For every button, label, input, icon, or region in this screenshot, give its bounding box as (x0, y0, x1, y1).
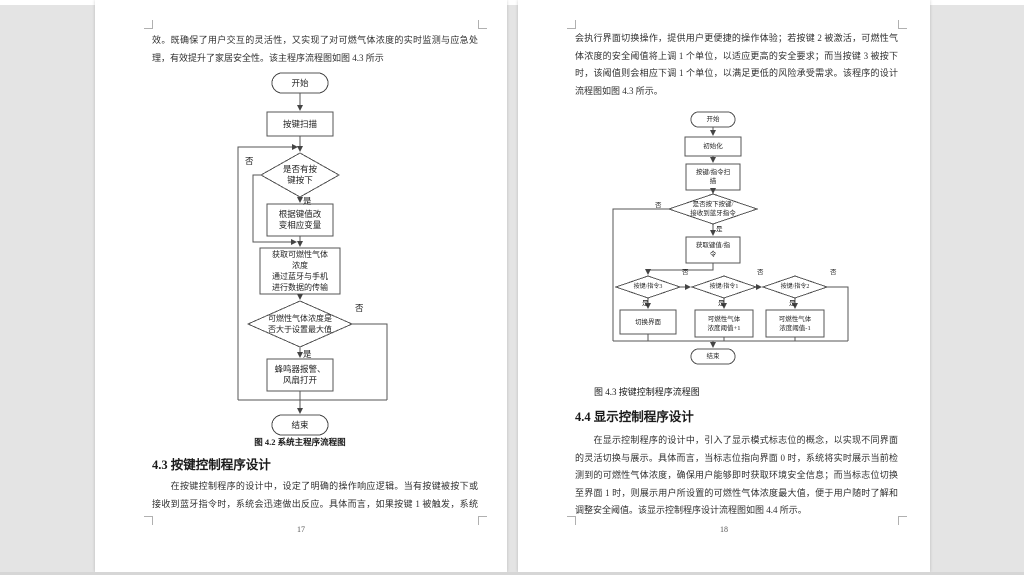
paragraph-line: 调整安全阈值。该显示控制程序设计流程图如图 4.4 所示。 (575, 505, 807, 515)
paragraph-line: 时，该阈值则会相应下调 1 个单位，以满足更低的风险承受需求。该程序的设计 (575, 68, 898, 78)
paragraph-line: 体浓度的安全阈值将上调 1 个单位，以适应更高的安全要求；而当按键 3 被按下 (575, 50, 898, 61)
flow-node-key-scan: 按键扫描 (282, 118, 317, 129)
paragraph-line: 会执行界面切换操作，提供用户更便捷的操作体验；若按键 2 被激活，可燃性气 (575, 33, 898, 43)
flow-decision-over-max: 可燃性气体浓度是 否大于设置最大值 (268, 314, 332, 334)
margin-mark-bottom-right (478, 516, 487, 525)
document-page-right[interactable]: 会执行界面切换操作，提供用户更便捷的操作体验；若按键 2 被激活，可燃性气 体浓… (518, 0, 930, 572)
flow-edge-label-no: 否 (830, 269, 837, 276)
flow-node-key-cmd-scan: 按键/指令扫 描 (695, 169, 731, 185)
flow-node-end: 结束 (291, 419, 309, 430)
margin-mark-top-right (478, 20, 487, 29)
viewer-top-strip (0, 0, 1024, 5)
paragraph-line: 接收到蓝牙指令时，系统会迅速做出反应。具体而言，如果按键 1 被触发，系统 (152, 498, 478, 509)
flow-node-start: 开始 (291, 77, 309, 88)
figure-caption-4-2: 图 4.2 系统主程序流程图 (254, 437, 346, 447)
paragraph-top: 效。既确保了用户交互的灵活性，又实现了对可燃气体浓度的实时监测与应急处 理，有效… (152, 32, 478, 67)
margin-mark-top-left (144, 20, 153, 29)
flow-node-init: 初始化 (703, 143, 723, 150)
paragraph-line: 测到的可燃性气体浓度，确保用户能够即时获取环境安全信息；而当标志位切换 (575, 470, 898, 480)
flow-edge-label-yes: 是 (718, 300, 725, 307)
flow-edge-label-yes: 是 (716, 226, 723, 233)
paragraph-bottom: 在显示控制程序的设计中，引入了显示模式标志位的概念，以实现不同界面 的灵活切换与… (575, 432, 898, 520)
figure-caption-4-3: 图 4.3 按键控制程序流程图 (594, 387, 700, 397)
margin-mark-bottom-left (144, 516, 153, 525)
flow-edge-label-no: 否 (655, 202, 662, 209)
margin-mark-bottom-left (567, 516, 576, 525)
flow-edge-label-yes: 是 (303, 196, 312, 206)
section-heading-4-4: 4.4 显示控制程序设计 (575, 410, 694, 424)
margin-mark-bottom-right (898, 516, 907, 525)
flow-edge-label-yes: 是 (789, 300, 796, 307)
paragraph-line: 至界面 1 时，则展示用户所设置的可燃性气体浓度最大值，便于用户随时了解和 (575, 487, 898, 498)
flow-edge-label-no: 否 (682, 269, 689, 276)
paragraph-line: 流程图如图 4.3 所示。 (575, 85, 663, 96)
page-number: 18 (720, 525, 728, 534)
paragraph-line: 的灵活切换与展示。具体而言，当标志位指向界面 0 时，系统将实时展示当前检 (575, 452, 898, 463)
flow-node-threshold-minus: 可燃性气体 浓度阈值-1 (778, 315, 812, 332)
margin-mark-top-left (567, 20, 576, 29)
flow-node-get-concentration: 获取可燃性气体 浓度 通过蓝牙与手机 进行数据的传输 (272, 250, 328, 292)
flow-decision-key-pressed: 是否有按 键按下 (282, 164, 317, 185)
flow-node-start: 开始 (706, 116, 720, 123)
flow-node-change-variable: 根据键值改 变相应变量 (278, 209, 322, 230)
key-control-flowchart-canvas (612, 111, 849, 365)
flow-edge-label-yes: 是 (642, 300, 649, 307)
flow-decision-key-cmd-3: 按键/指令2 (780, 284, 810, 290)
flow-node-buzzer-fan: 蜂鸣器报警、 风扇打开 (274, 364, 326, 385)
flow-decision-key-or-bt: 是否按下按键/ 接收到蓝牙指令 (690, 201, 736, 217)
page-number: 17 (297, 525, 305, 534)
paragraph-line: 效。既确保了用户交互的灵活性，又实现了对可燃气体浓度的实时监测与应急处 (152, 35, 478, 45)
paragraph-line: 在显示控制程序的设计中，引入了显示模式标志位的概念，以实现不同界面 (575, 435, 898, 445)
flow-node-switch-screen: 切换界面 (635, 318, 661, 326)
paragraph-line: 理，有效提升了家居安全性。该主程序流程图如图 4.3 所示 (152, 52, 384, 63)
flow-node-threshold-plus: 可燃性气体 浓度阈值+1 (707, 315, 741, 332)
flow-node-end: 结束 (706, 353, 720, 360)
flow-edge-label-yes: 是 (303, 349, 312, 359)
paragraph-top: 会执行界面切换操作，提供用户更便捷的操作体验；若按键 2 被激活，可燃性气 体浓… (575, 30, 898, 100)
flow-edge-label-no: 否 (355, 303, 364, 313)
flow-node-get-key-value: 获取键值/指 令 (695, 242, 731, 258)
margin-mark-top-right (898, 20, 907, 29)
flow-edge-label-no: 否 (245, 156, 254, 166)
document-page-left[interactable]: 效。既确保了用户交互的灵活性，又实现了对可燃气体浓度的实时监测与应急处 理，有效… (95, 0, 507, 572)
flow-decision-key-cmd-2: 按键/指令1 (709, 284, 739, 290)
main-program-flowchart-canvas (237, 72, 388, 436)
paragraph-bottom: 在按键控制程序的设计中，设定了明确的操作响应逻辑。当有按键被按下或 接收到蓝牙指… (152, 478, 478, 513)
viewer-bottom-strip (0, 572, 1024, 575)
flow-edge-label-no: 否 (757, 269, 764, 276)
paragraph-line: 在按键控制程序的设计中，设定了明确的操作响应逻辑。当有按键被按下或 (152, 481, 478, 491)
section-heading-4-3: 4.3 按键控制程序设计 (152, 458, 271, 472)
flow-decision-key-cmd-1: 按键/指令3 (633, 284, 663, 290)
